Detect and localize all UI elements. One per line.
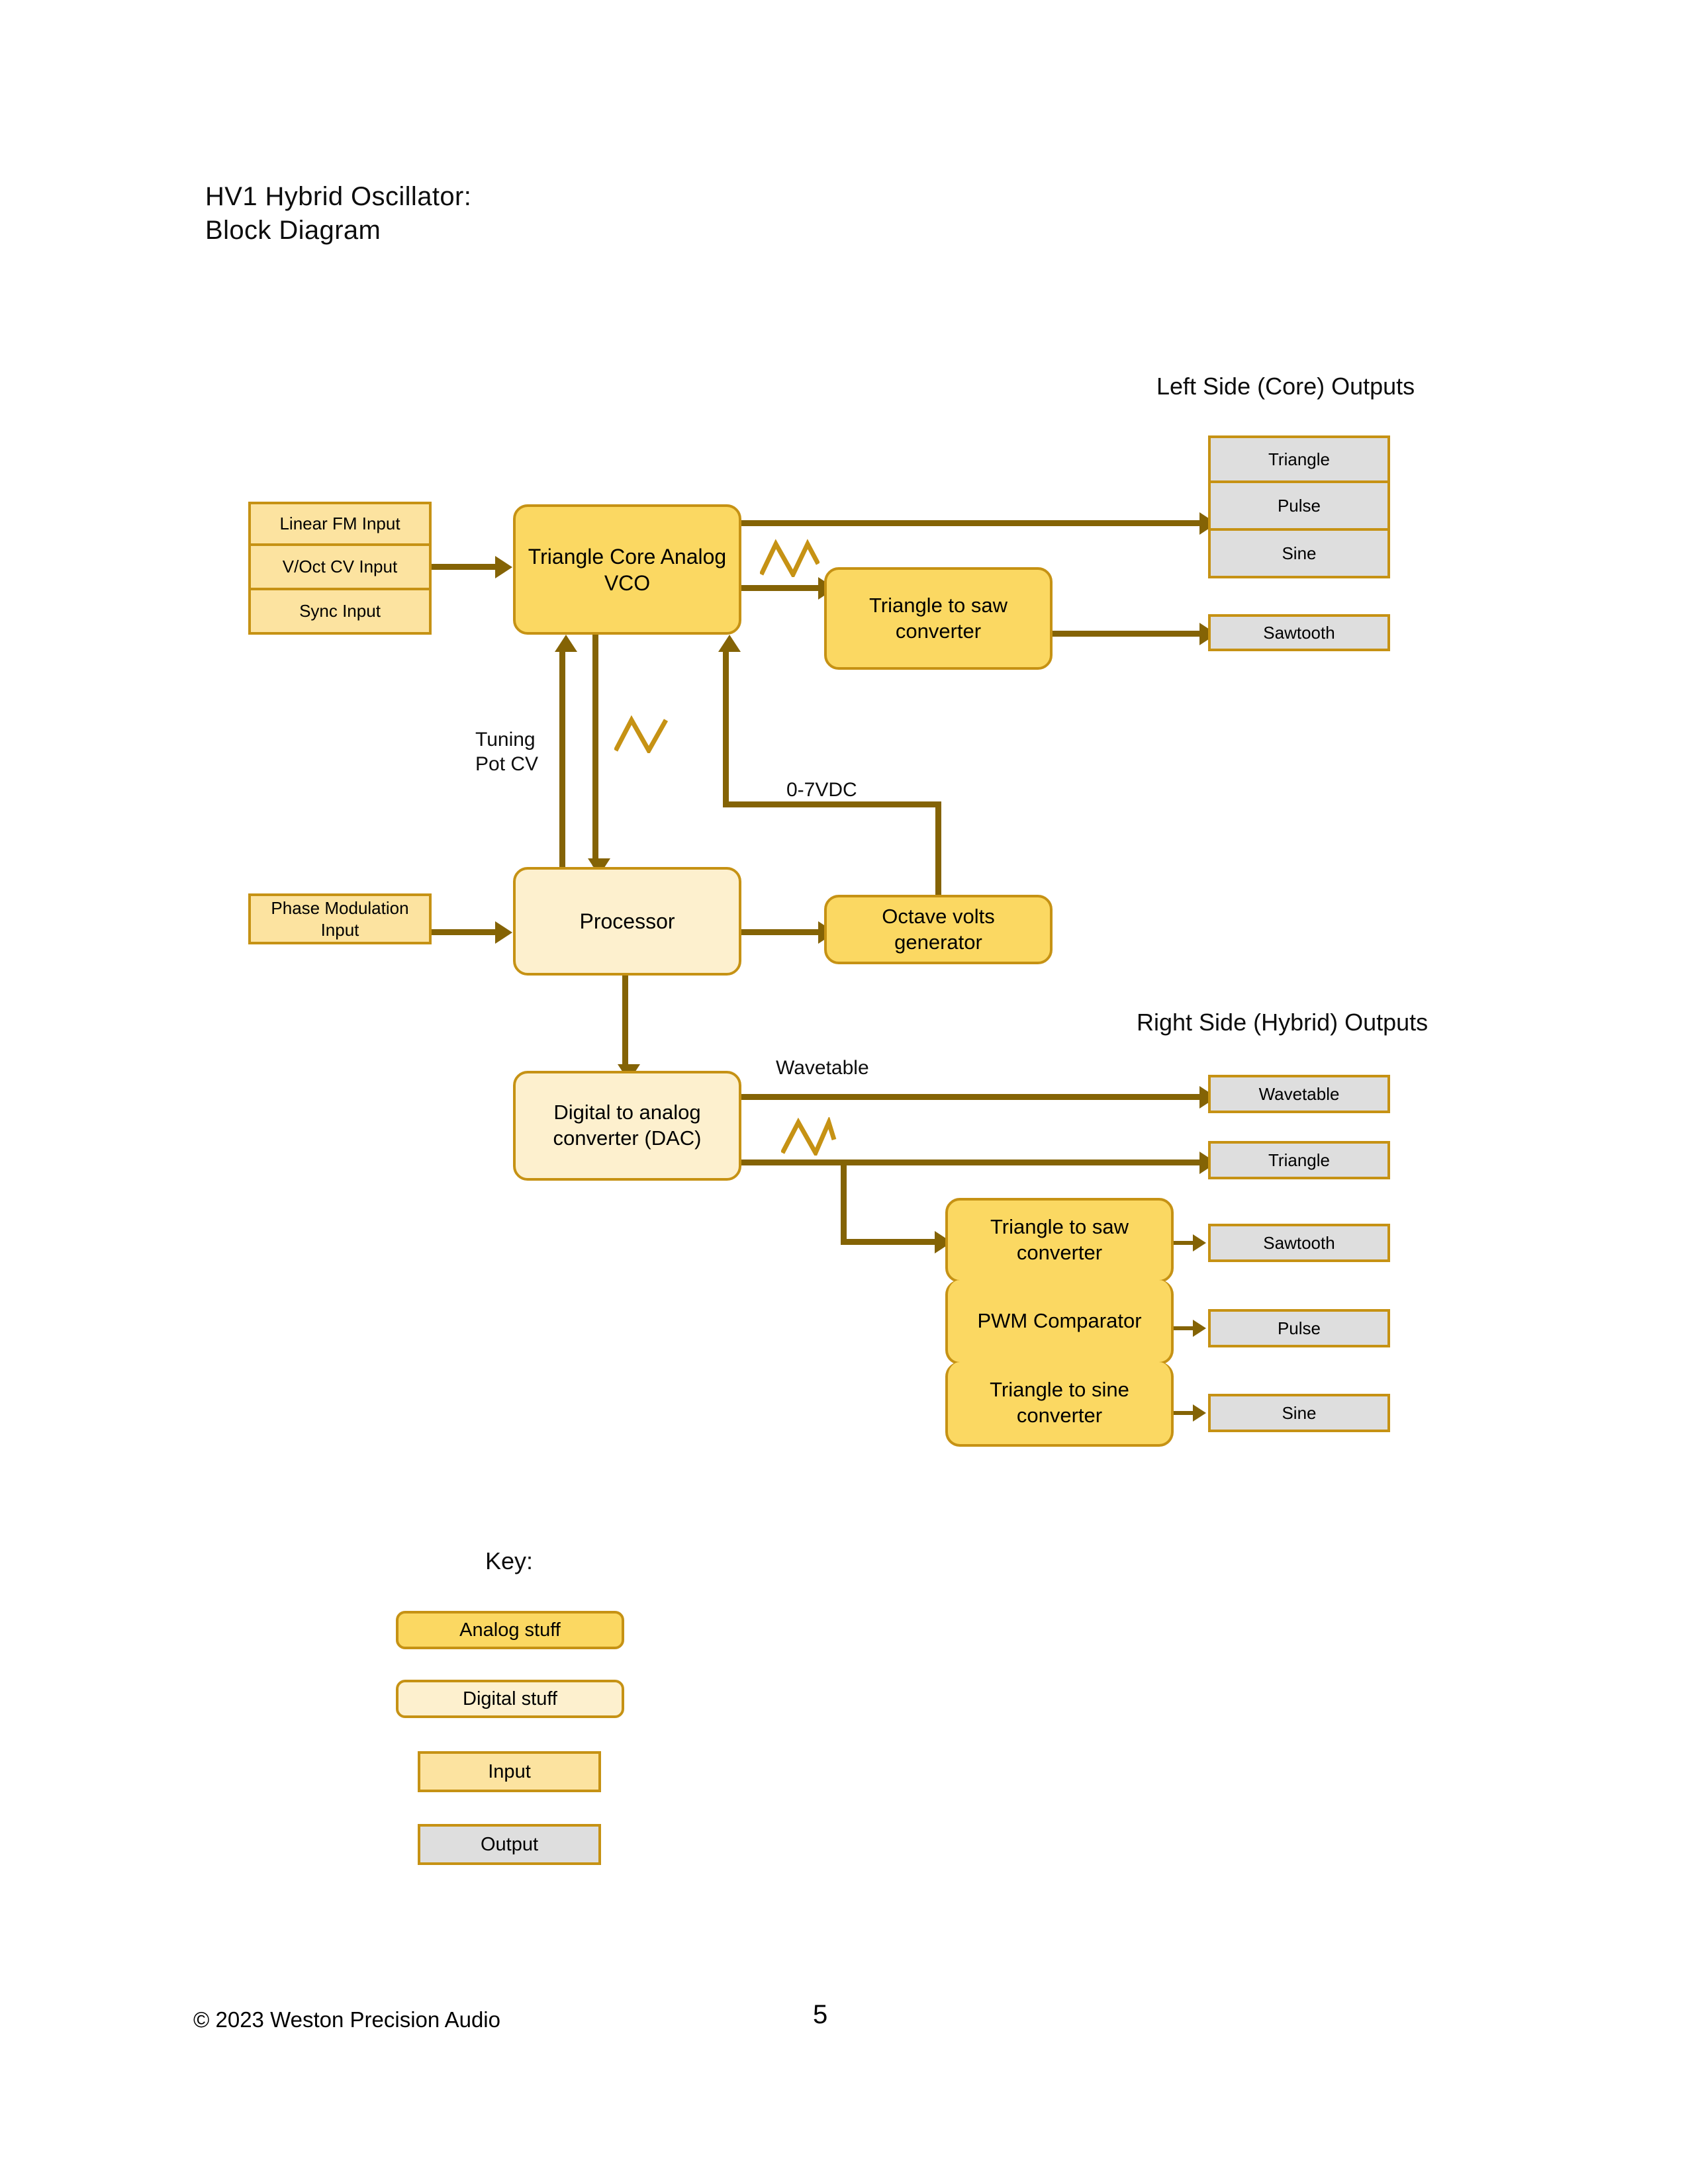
key-swatch-digital: Digital stuff (396, 1680, 624, 1718)
wire-0-7vdc-horizontal (723, 801, 941, 807)
arrow-pwm-to-pulse (1193, 1320, 1206, 1337)
block-digital-to-analog-converter[interactable]: Digital to analog converter (DAC) (513, 1071, 741, 1181)
wire-dac-branch-down (841, 1160, 847, 1244)
hybrid-outputs-section-label: Right Side (Hybrid) Outputs (1137, 1009, 1429, 1036)
arrow-tuning-to-vco (555, 635, 577, 652)
wire-vco-to-core-outputs (741, 520, 1208, 526)
triangle-wave-icon-dac (781, 1117, 837, 1156)
wire-processor-to-dac (622, 976, 628, 1071)
wire-tri-sine-to-sine (1174, 1411, 1196, 1415)
block-triangle-to-sine-converter[interactable]: Triangle to sine converter (945, 1362, 1174, 1447)
wire-inputs-to-vco (432, 564, 496, 570)
input-voct-cv[interactable]: V/Oct CV Input (248, 546, 432, 590)
wire-tri-saw-core-to-sawtooth (1053, 631, 1208, 637)
block-octave-volts-generator[interactable]: Octave volts generator (824, 895, 1053, 964)
wire-phase-mod-to-processor (432, 929, 496, 935)
output-hybrid-wavetable[interactable]: Wavetable (1208, 1075, 1390, 1113)
block-pwm-comparator[interactable]: PWM Comparator (945, 1280, 1174, 1365)
wire-0-7vdc-vertical-right (935, 801, 941, 911)
hybrid-converter-stack: Triangle to saw converter PWM Comparator… (945, 1198, 1174, 1447)
output-hybrid-sine[interactable]: Sine (1208, 1394, 1390, 1432)
core-output-stack: Triangle Pulse Sine (1208, 435, 1390, 578)
arrow-tri-sine-to-sine (1193, 1404, 1206, 1422)
triangle-wave-icon (760, 539, 820, 577)
arrow-inputs-to-vco (495, 556, 512, 578)
key-title: Key: (485, 1547, 534, 1574)
block-processor[interactable]: Processor (513, 867, 741, 976)
key-swatch-output: Output (418, 1824, 601, 1865)
page-title-line-2: Block Diagram (205, 216, 381, 246)
tuning-pot-cv-line-1: Tuning (475, 729, 536, 751)
output-hybrid-triangle[interactable]: Triangle (1208, 1141, 1390, 1179)
zero-to-seven-vdc-label: 0-7VDC (786, 779, 857, 801)
wire-dac-to-triangle-output (741, 1160, 1208, 1165)
arrow-0-7vdc-to-vco (718, 635, 741, 652)
tuning-pot-cv-label: Tuning Pot CV (475, 728, 538, 776)
output-core-sawtooth[interactable]: Sawtooth (1208, 614, 1390, 651)
page-title: HV1 Hybrid Oscillator: Block Diagram (205, 180, 471, 248)
block-triangle-core-analog-vco[interactable]: Triangle Core Analog VCO (513, 504, 741, 635)
wire-vco-to-processor-triangle (592, 635, 598, 866)
wire-dac-branch-to-tri-saw-hybrid (841, 1239, 943, 1245)
input-phase-modulation[interactable]: Phase Modulation Input (248, 893, 432, 944)
core-outputs-section-label: Left Side (Core) Outputs (1156, 373, 1415, 400)
output-core-pulse[interactable]: Pulse (1208, 483, 1390, 531)
output-hybrid-pulse[interactable]: Pulse (1208, 1309, 1390, 1347)
wire-pwm-to-pulse (1174, 1326, 1196, 1330)
wavetable-edge-label: Wavetable (776, 1057, 869, 1079)
page-title-line-1: HV1 Hybrid Oscillator: (205, 182, 472, 211)
core-input-stack: Linear FM Input V/Oct CV Input Sync Inpu… (248, 502, 432, 635)
arrow-tri-saw-hybrid-to-sawtooth (1193, 1234, 1206, 1251)
input-linear-fm[interactable]: Linear FM Input (248, 502, 432, 546)
wire-tri-saw-hybrid-to-sawtooth (1174, 1241, 1196, 1245)
wire-vco-to-tri-saw-core (741, 585, 827, 591)
wire-dac-to-wavetable-output (741, 1094, 1208, 1100)
input-sync[interactable]: Sync Input (248, 590, 432, 635)
arrow-phase-mod-to-processor (495, 921, 512, 944)
block-triangle-to-saw-converter-core[interactable]: Triangle to saw converter (824, 567, 1053, 670)
block-triangle-to-saw-converter-hybrid[interactable]: Triangle to saw converter (945, 1198, 1174, 1283)
footer-copyright: © 2023 Weston Precision Audio (193, 2007, 500, 2032)
output-core-sine[interactable]: Sine (1208, 531, 1390, 578)
output-core-triangle[interactable]: Triangle (1208, 435, 1390, 483)
footer-page-number: 5 (813, 2000, 828, 2029)
wire-processor-to-octave-volts (741, 929, 827, 935)
wire-0-7vdc-vertical-left (723, 652, 729, 807)
triangle-wave-icon-vco-processor (614, 715, 669, 753)
wire-processor-to-vco-tuning (559, 652, 565, 867)
output-hybrid-sawtooth[interactable]: Sawtooth (1208, 1224, 1390, 1262)
key-swatch-input: Input (418, 1751, 601, 1792)
key-swatch-analog: Analog stuff (396, 1611, 624, 1649)
tuning-pot-cv-line-2: Pot CV (475, 752, 539, 775)
